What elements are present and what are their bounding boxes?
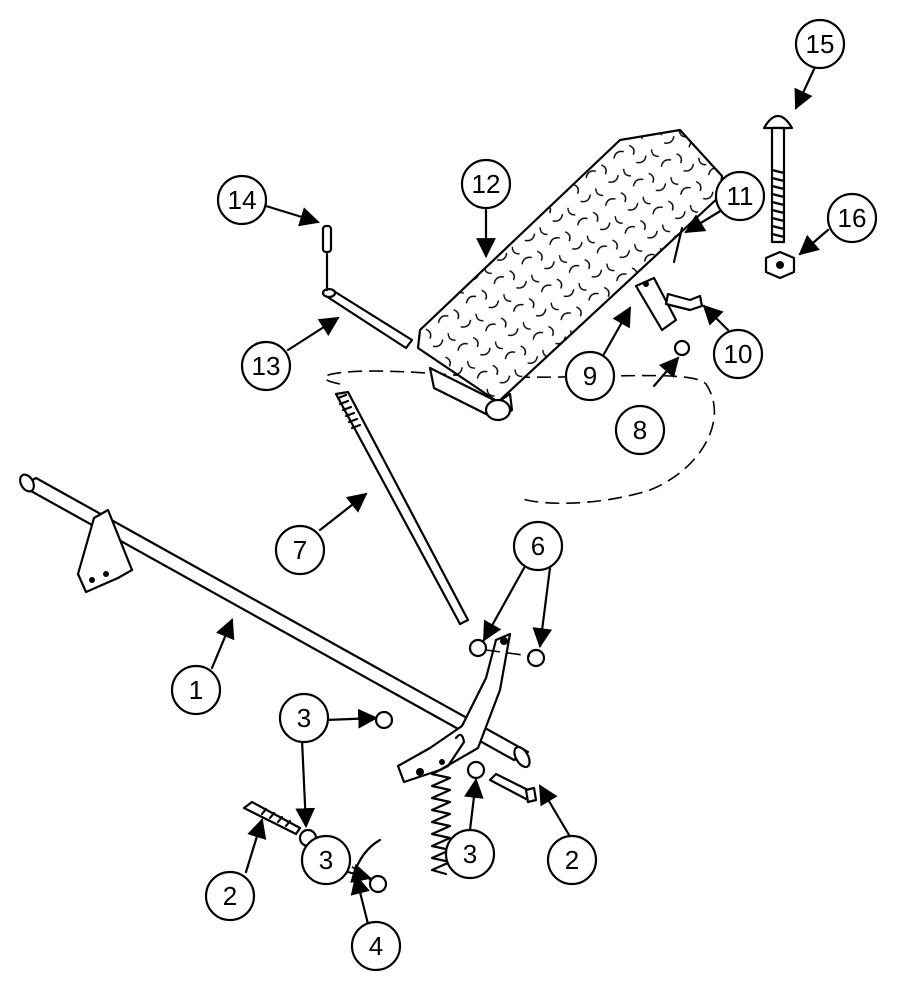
nut-part-3-top xyxy=(374,710,394,730)
svg-text:7: 7 xyxy=(293,535,307,565)
svg-text:2: 2 xyxy=(565,845,579,875)
callout-12: 12 xyxy=(460,158,512,210)
callout-9: 9 xyxy=(564,350,616,402)
bolt-part-2-right xyxy=(488,772,538,804)
callout-2-right: 2 xyxy=(546,834,598,886)
svg-text:1: 1 xyxy=(189,675,203,705)
callout-10: 10 xyxy=(712,328,764,380)
pedal-part xyxy=(416,128,724,422)
svg-text:13: 13 xyxy=(252,351,281,381)
callout-7: 7 xyxy=(274,524,326,576)
cotter-pin-part xyxy=(672,226,684,264)
svg-text:3: 3 xyxy=(297,703,311,733)
control-rod-part xyxy=(334,390,470,626)
svg-text:6: 6 xyxy=(531,531,545,561)
callout-8: 8 xyxy=(614,404,666,456)
callout-2-left: 2 xyxy=(204,870,256,922)
svg-text:9: 9 xyxy=(583,361,597,391)
callout-4: 4 xyxy=(350,920,402,972)
nut-part-3-bottom xyxy=(368,874,388,894)
nut-part-3-mid xyxy=(466,760,486,780)
callout-15: 15 xyxy=(794,18,846,70)
callout-3-top: 3 xyxy=(278,692,330,744)
washer-part-6-left xyxy=(468,638,488,658)
svg-text:4: 4 xyxy=(369,931,383,961)
callout-11: 11 xyxy=(714,170,766,222)
svg-text:3: 3 xyxy=(463,839,477,869)
cross-shaft-part xyxy=(19,473,531,769)
bolt-part-2-left xyxy=(242,800,302,836)
svg-text:16: 16 xyxy=(838,203,867,233)
svg-text:3: 3 xyxy=(319,845,333,875)
callout-3-mid: 3 xyxy=(444,828,496,880)
callout-6: 6 xyxy=(512,520,564,572)
roll-pin-part xyxy=(321,224,333,292)
nut-part-8 xyxy=(673,339,691,357)
svg-text:8: 8 xyxy=(633,415,647,445)
callout-3-bottom: 3 xyxy=(300,834,352,886)
washer-part-6-right xyxy=(526,648,546,668)
svg-text:11: 11 xyxy=(727,181,754,211)
pedal-lever-part xyxy=(396,632,512,784)
callout-1: 1 xyxy=(170,664,222,716)
clevis-part xyxy=(634,276,678,332)
svg-text:10: 10 xyxy=(724,339,753,369)
callout-14: 14 xyxy=(216,174,268,226)
svg-text:14: 14 xyxy=(228,185,257,215)
svg-text:2: 2 xyxy=(223,881,237,911)
pivot-pin-part xyxy=(321,287,414,350)
callout-16: 16 xyxy=(826,192,878,244)
svg-text:15: 15 xyxy=(806,29,835,59)
clevis-pin-part xyxy=(664,292,704,312)
carriage-bolt-part xyxy=(762,114,794,244)
svg-text:12: 12 xyxy=(472,169,501,199)
hex-nut-part-16 xyxy=(764,250,796,280)
callout-13: 13 xyxy=(240,340,292,392)
